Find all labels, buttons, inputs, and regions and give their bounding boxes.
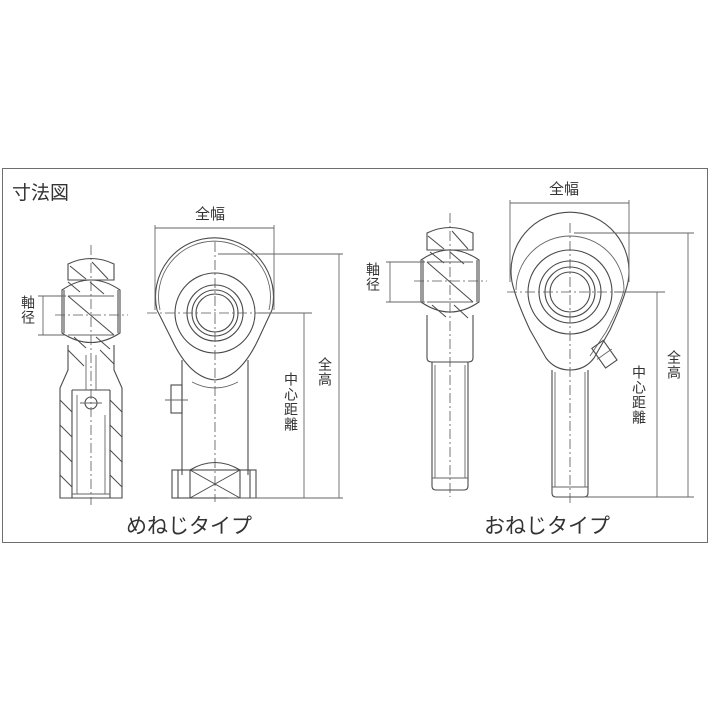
female-front-view: [147, 225, 343, 502]
drawing-title: 寸法図: [12, 182, 70, 204]
male-type-caption: おねじタイプ: [484, 514, 610, 538]
male-overall-width-label: 全幅: [549, 180, 580, 198]
female-overall-height-label: 全高: [316, 357, 332, 387]
female-center-distance-label: 中心距離: [282, 372, 298, 432]
female-side-view: [38, 245, 128, 505]
female-shaft-diameter-label: 軸径: [19, 295, 35, 325]
male-side-view: [386, 213, 487, 497]
male-center-distance-label: 中心距離: [630, 365, 646, 425]
female-type-caption: めねじタイプ: [126, 514, 252, 538]
male-front-view: [507, 200, 694, 503]
male-overall-height-label: 全高: [665, 350, 681, 380]
female-overall-width-label: 全幅: [195, 205, 226, 223]
male-shaft-diameter-label: 軸径: [364, 262, 380, 292]
dimension-drawing-frame: [2, 168, 708, 543]
